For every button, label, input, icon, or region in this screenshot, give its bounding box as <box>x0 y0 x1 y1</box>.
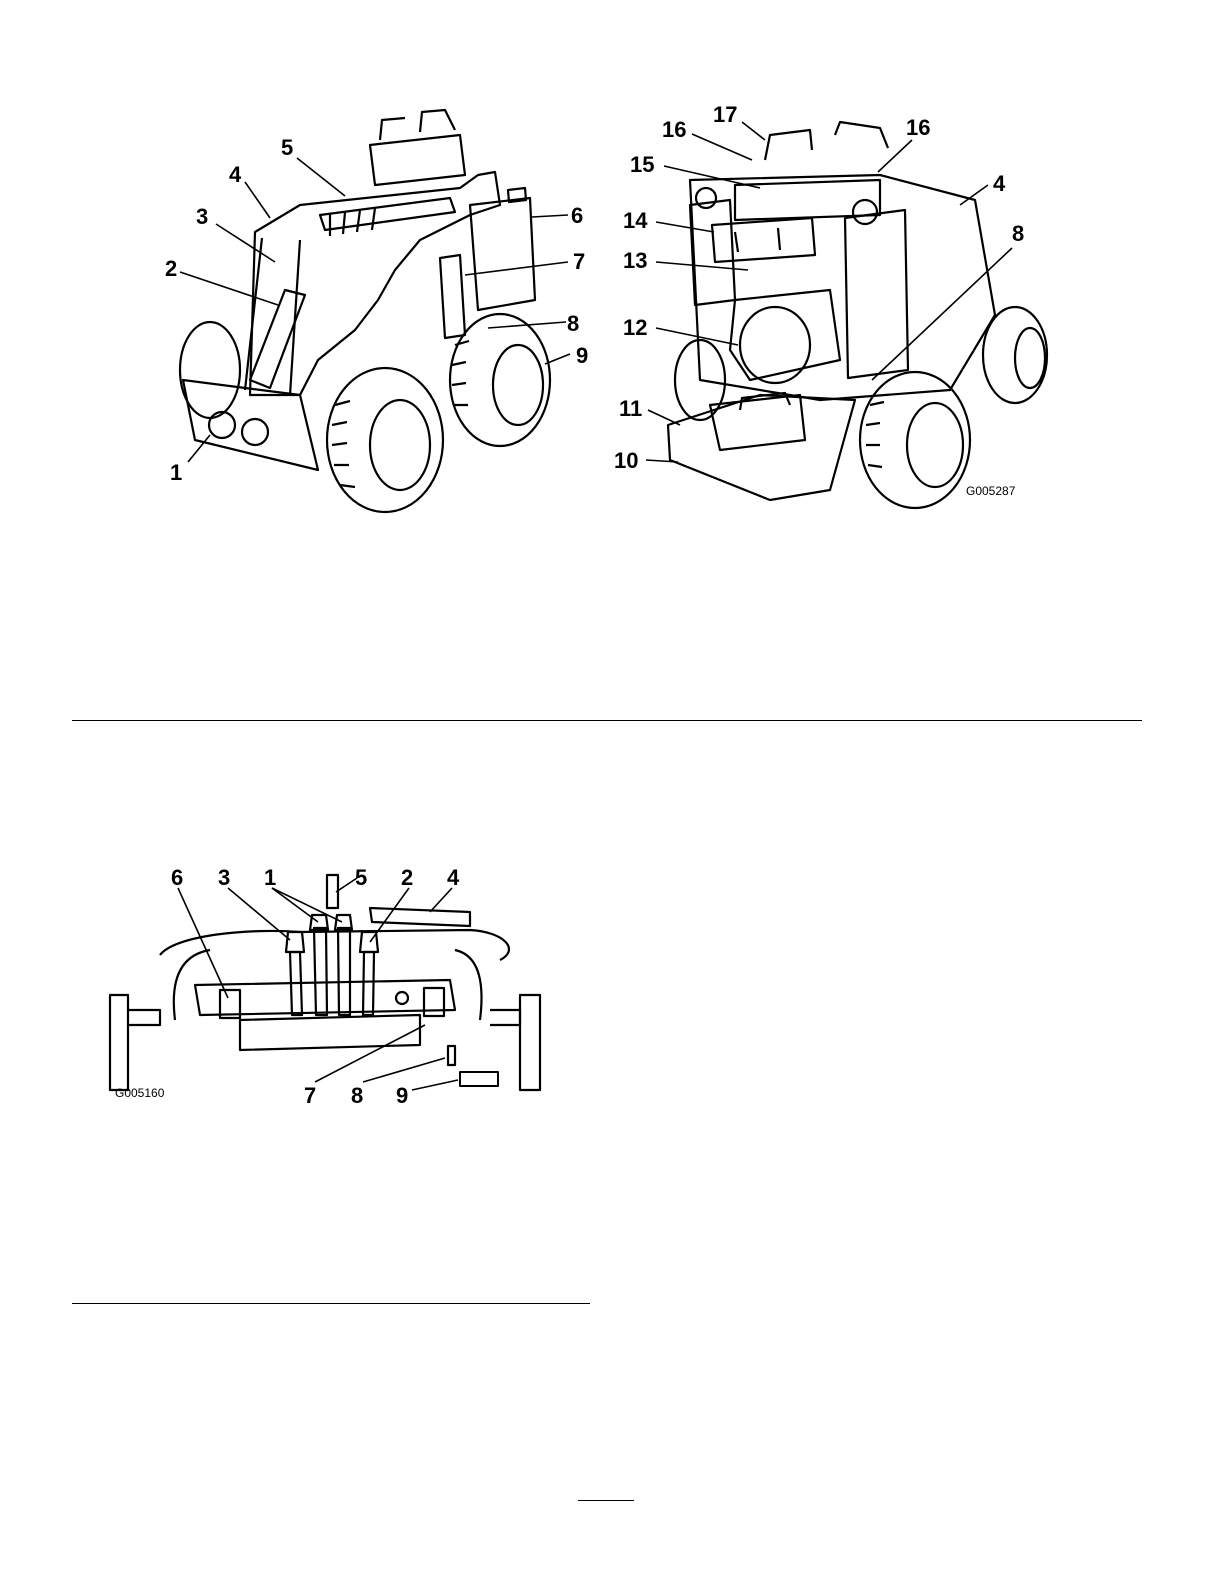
callout-right-8: 8 <box>1012 223 1024 245</box>
callout-left-4: 4 <box>229 164 241 186</box>
left-rear-wheel <box>180 322 240 418</box>
callout-right-17: 17 <box>713 104 737 126</box>
callout-ctrl-6: 6 <box>171 867 183 889</box>
callout-left-8: 8 <box>567 313 579 335</box>
callout-right-16b: 16 <box>906 117 930 139</box>
left-front-wheel-2 <box>450 314 550 446</box>
callout-right-11: 11 <box>619 398 642 420</box>
callout-ctrl-3: 3 <box>218 867 230 889</box>
callout-right-16a: 16 <box>662 119 686 141</box>
callout-left-3: 3 <box>196 206 208 228</box>
callout-right-4: 4 <box>993 173 1005 195</box>
callout-ctrl-8: 8 <box>351 1085 363 1107</box>
callout-left-7: 7 <box>573 251 585 273</box>
controls-drawing <box>0 860 620 1120</box>
callout-ctrl-7: 7 <box>304 1085 316 1107</box>
callout-right-10: 10 <box>614 450 638 472</box>
callout-right-15: 15 <box>630 154 654 176</box>
callout-ctrl-5: 5 <box>355 867 367 889</box>
page-number-line <box>578 1500 634 1501</box>
section-divider-half <box>72 1303 590 1304</box>
figure-code-top: G005287 <box>966 485 1015 497</box>
machine-drawing <box>0 0 1224 520</box>
left-front-wheel-1 <box>327 368 443 512</box>
figure-controls: 6 3 1 5 2 4 7 8 9 G005160 <box>0 860 620 1120</box>
callout-ctrl-2: 2 <box>401 867 413 889</box>
callout-ctrl-1: 1 <box>264 867 276 889</box>
right-rear-wheel-right <box>983 307 1047 403</box>
callout-ctrl-4: 4 <box>447 867 459 889</box>
callout-left-9: 9 <box>576 345 588 367</box>
figure-code-bottom: G005160 <box>115 1087 164 1099</box>
callout-left-1: 1 <box>170 462 182 484</box>
callout-ctrl-9: 9 <box>396 1085 408 1107</box>
figure-machine-views: 1 2 3 4 5 6 7 8 9 4 8 10 11 12 13 14 15 … <box>0 0 1224 520</box>
callout-left-2: 2 <box>165 258 177 280</box>
section-divider-full <box>72 720 1142 721</box>
callout-left-6: 6 <box>571 205 583 227</box>
callout-right-13: 13 <box>623 250 647 272</box>
callout-right-12: 12 <box>623 317 647 339</box>
callout-right-14: 14 <box>623 210 647 232</box>
callout-left-5: 5 <box>281 137 293 159</box>
